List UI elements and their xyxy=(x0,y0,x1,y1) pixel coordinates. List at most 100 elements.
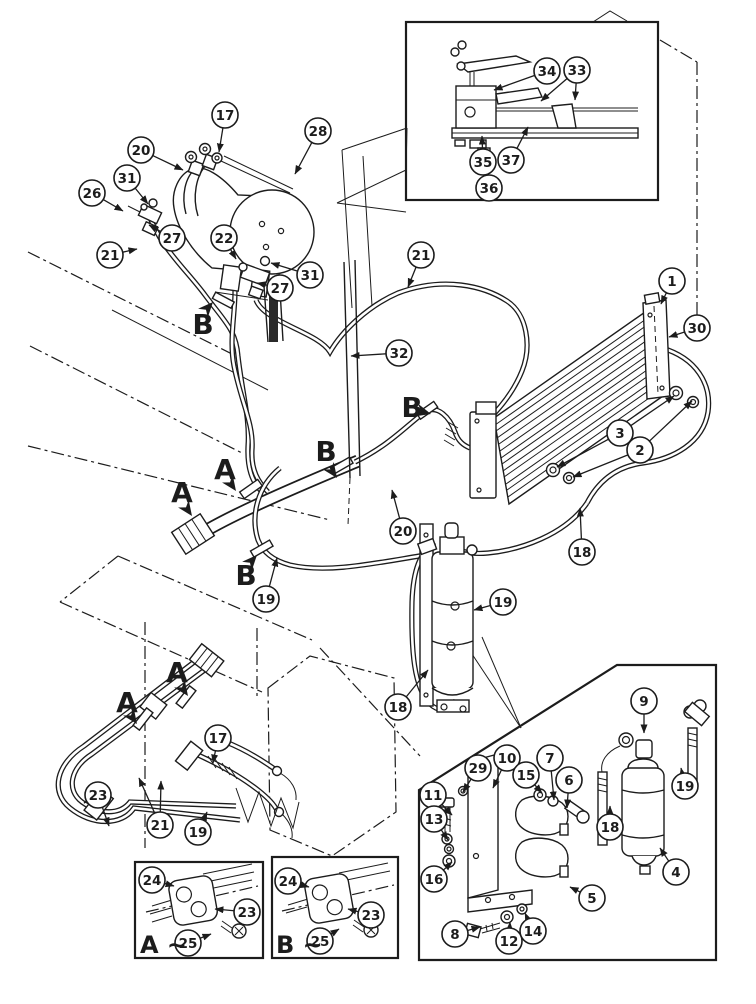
callout-number: 26 xyxy=(83,186,102,202)
clamp-bands xyxy=(84,292,438,820)
condenser-left-tank xyxy=(470,412,496,498)
leader-line xyxy=(649,401,692,441)
callout-number: 15 xyxy=(517,768,536,784)
callout-number: 35 xyxy=(474,155,493,171)
callout-1: 1 xyxy=(659,268,685,304)
callout-31: 31 xyxy=(114,165,148,204)
belt-guard-32 xyxy=(344,260,360,525)
callout-number: 36 xyxy=(480,181,499,197)
leader-line xyxy=(103,200,123,211)
callout-36: 36 xyxy=(476,175,502,201)
callout-number: 28 xyxy=(309,124,328,140)
callout-number: 3 xyxy=(615,426,624,442)
callout-21: 21 xyxy=(97,242,137,268)
leader-line xyxy=(669,332,685,337)
callout-number: 20 xyxy=(394,524,413,540)
callout-12: 12 xyxy=(496,922,522,954)
callout-number: 21 xyxy=(412,248,431,264)
callout-number: 10 xyxy=(498,751,517,767)
leader-line xyxy=(494,75,535,90)
view-letter-label: B xyxy=(192,308,213,341)
callout-number: 5 xyxy=(587,891,596,907)
callout-number: 19 xyxy=(189,825,208,841)
leader-line xyxy=(269,558,277,586)
callout-number: 18 xyxy=(601,820,620,836)
callout-number: 22 xyxy=(215,231,234,247)
leader-line xyxy=(123,249,137,252)
callout-24: 24 xyxy=(275,868,309,894)
callout-number: 16 xyxy=(425,872,444,888)
compressor-face xyxy=(230,190,314,274)
callout-5: 5 xyxy=(570,885,605,911)
inset-top-right xyxy=(406,22,658,200)
callout-number: 37 xyxy=(502,153,521,169)
leader-line xyxy=(575,83,576,100)
callout-number: 1 xyxy=(667,274,676,290)
callout-number: 27 xyxy=(271,281,290,297)
callout-number: 9 xyxy=(639,694,648,710)
callout-number: 14 xyxy=(524,924,543,940)
leader-line xyxy=(200,934,211,938)
callout-number: 27 xyxy=(163,231,182,247)
refrigerant-hoses xyxy=(58,176,708,822)
callout-number: 8 xyxy=(450,927,459,943)
leader-line xyxy=(295,142,312,174)
drier-cartridge xyxy=(622,768,664,856)
callout-number: 11 xyxy=(424,788,443,804)
callout-number: 6 xyxy=(564,773,573,789)
callout-number: 24 xyxy=(279,874,298,890)
leader-line xyxy=(392,490,400,518)
view-letter-label: B xyxy=(401,391,422,424)
callout-number: 4 xyxy=(671,865,680,881)
callout-number: 12 xyxy=(500,934,519,950)
callout-20: 20 xyxy=(390,490,416,544)
callout-19: 19 xyxy=(253,558,279,612)
callout-28: 28 xyxy=(295,118,331,174)
leader-line xyxy=(160,781,161,812)
callout-30: 30 xyxy=(669,315,710,341)
callout-number: 30 xyxy=(688,321,707,337)
tube-connector xyxy=(189,644,223,677)
callout-number: 19 xyxy=(257,592,276,608)
leader-line xyxy=(408,267,416,287)
callout-20: 20 xyxy=(128,137,183,170)
callout-9: 9 xyxy=(631,688,657,733)
callout-number: 17 xyxy=(209,731,228,747)
receiver-drier xyxy=(418,523,477,712)
view-letter-A: A xyxy=(171,476,197,520)
leader-line xyxy=(570,887,580,892)
callout-32: 32 xyxy=(351,340,412,366)
condenser-right-tank xyxy=(643,300,670,399)
leader-line xyxy=(153,156,183,170)
callout-number: 31 xyxy=(118,171,137,187)
callout-15: 15 xyxy=(513,762,542,793)
callout-number: 18 xyxy=(573,545,592,561)
view-letter-A: A xyxy=(214,453,241,495)
callout-number: 17 xyxy=(216,108,235,124)
callout-number: 23 xyxy=(89,788,108,804)
callout-16: 16 xyxy=(421,862,452,892)
leader-line xyxy=(573,455,628,477)
callout-17: 17 xyxy=(212,102,238,152)
view-letter-B: B xyxy=(235,551,262,592)
callout-number: 32 xyxy=(390,346,409,362)
view-letter-label: A xyxy=(171,476,193,509)
inset-section-label: A ~ xyxy=(140,931,187,959)
callout-number: 19 xyxy=(494,595,513,611)
callout-19: 19 xyxy=(474,589,516,615)
callout-number: 7 xyxy=(545,751,554,767)
hose-end-cap xyxy=(172,514,215,554)
leader-line xyxy=(482,136,483,149)
callout-number: 23 xyxy=(238,905,257,921)
callout-14: 14 xyxy=(520,913,546,944)
leader-line xyxy=(525,913,528,919)
callout-number: 24 xyxy=(143,873,162,889)
callout-number: 29 xyxy=(469,761,488,777)
leader-line xyxy=(331,929,339,934)
inset-drier-detail xyxy=(440,700,709,938)
leader-line xyxy=(135,188,148,204)
callout-number: 23 xyxy=(362,908,381,924)
callout-number: 34 xyxy=(538,64,557,80)
callout-number: 13 xyxy=(425,812,444,828)
callout-21: 21 xyxy=(408,242,434,287)
